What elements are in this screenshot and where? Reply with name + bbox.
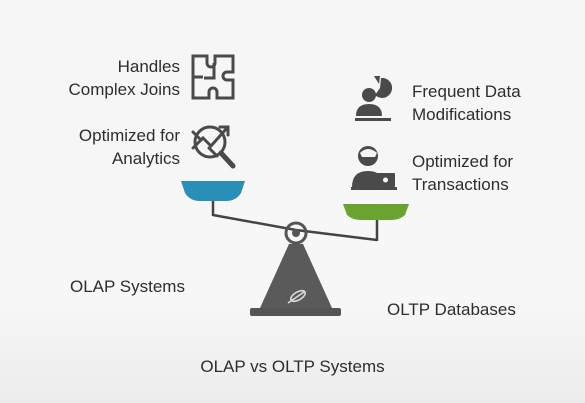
- pivot-center: [292, 229, 300, 237]
- feature-analytics-label: Optimized for Analytics: [78, 126, 180, 168]
- pivot-ring: [284, 221, 308, 245]
- olap-systems-label: OLAP Systems: [70, 277, 185, 296]
- right-pan: [343, 204, 409, 220]
- scale-body: [260, 244, 332, 308]
- scale-base: [250, 308, 341, 316]
- feature-complex-joins-label: Handles Complex Joins: [68, 57, 181, 99]
- oltp-databases-label: OLTP Databases: [387, 300, 516, 319]
- feature-data-modifications-label: Frequent Data Modifications: [412, 82, 521, 124]
- feature-transactions-label: Optimized for Transactions: [412, 152, 514, 194]
- scale-beam-right: [295, 228, 378, 242]
- left-pan: [181, 181, 245, 201]
- diagram-title: OLAP vs OLTP Systems: [200, 357, 385, 376]
- feather-icon: [287, 289, 307, 304]
- scale-beam-left: [212, 213, 297, 232]
- transaction-user-icon: [351, 146, 397, 190]
- analytics-icon: [191, 125, 236, 169]
- puzzle-icon: [191, 54, 235, 100]
- data-modification-icon: [355, 76, 393, 121]
